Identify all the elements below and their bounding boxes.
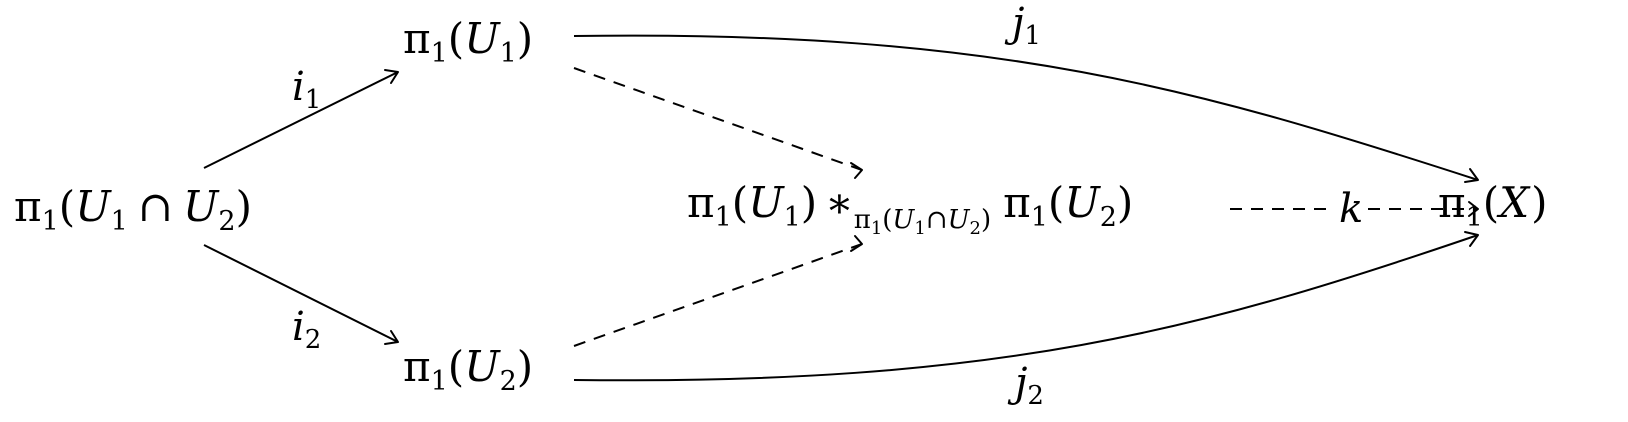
node-amalgam-sub-b-sub: 2 xyxy=(970,218,981,239)
node-amalgam-right-open: ( xyxy=(1048,178,1064,227)
label-k: k xyxy=(1339,186,1363,232)
node-pi1-u2: π1(U2) xyxy=(403,342,533,397)
label-i2-sub: 2 xyxy=(305,325,322,355)
node-amalgam-left-close: ) xyxy=(801,178,817,227)
label-k-letter: k xyxy=(1339,186,1363,232)
svg-text:π1(U2): π1(U2) xyxy=(403,342,533,397)
node-amalgam-sub-b: U xyxy=(948,205,971,235)
node-x-a: X xyxy=(1496,178,1531,227)
node-u2-fn: π xyxy=(403,342,431,391)
node-cap-b: U xyxy=(183,182,220,231)
edge-i1-arrowhead xyxy=(384,69,399,84)
node-amalgam-left-a-sub: 1 xyxy=(784,202,801,233)
node-u1-close: ) xyxy=(517,14,533,63)
node-u2-fn-sub: 1 xyxy=(431,366,448,397)
node-amalgam-right-close: ) xyxy=(1117,178,1133,227)
node-cap-fn-sub: 1 xyxy=(42,206,59,237)
node-x-fn: π xyxy=(1438,178,1466,227)
edge-i2-line xyxy=(203,244,399,343)
edge-j1-line xyxy=(573,34,1479,181)
edge-j1-arrowhead xyxy=(1464,168,1479,183)
edge-k-arrowhead xyxy=(1468,201,1479,217)
edge-i2 xyxy=(203,244,399,345)
svg-text:i1: i1 xyxy=(292,64,321,115)
node-amalgam-right-fn: π xyxy=(1003,178,1031,227)
node-amalgam-left-open: ( xyxy=(732,178,748,227)
node-u1-open: ( xyxy=(448,14,464,63)
node-cap-op: ∩ xyxy=(138,182,173,231)
node-u1-fn-sub: 1 xyxy=(431,38,448,69)
node-amalgam-sub-close: ) xyxy=(981,205,991,235)
node-amalgamated-product: π1(U1)∗π1(U1∩U2)π1(U2) xyxy=(687,178,1133,239)
node-u2-a-sub: 2 xyxy=(500,366,517,397)
node-amalgam-sub-a: U xyxy=(892,205,915,235)
node-amalgam-sub-open: ( xyxy=(882,205,892,235)
label-j1-sub: 1 xyxy=(1024,21,1041,51)
edge-j2 xyxy=(573,231,1479,382)
edge-k xyxy=(1230,201,1479,217)
node-amalgam-sub-fn-sub: 1 xyxy=(871,218,882,239)
node-cap-open: ( xyxy=(59,182,75,231)
node-cap-fn: π xyxy=(14,182,42,231)
label-j2-letter: j xyxy=(1007,360,1027,406)
edge-u1-to-amalgam xyxy=(573,67,863,179)
node-amalgam-left-a: U xyxy=(748,178,785,227)
label-j1: j1 xyxy=(1004,0,1041,51)
node-amalgam-left-fn-sub: 1 xyxy=(715,202,732,233)
node-u1-a: U xyxy=(464,14,501,63)
node-u2-a: U xyxy=(464,342,501,391)
svg-text:j1: j1 xyxy=(1004,0,1041,51)
node-x-open: ( xyxy=(1483,178,1499,227)
label-i1-sub: 1 xyxy=(305,85,322,115)
node-cap-b-sub: 2 xyxy=(218,206,235,237)
node-pi1-u1: π1(U1) xyxy=(403,14,533,69)
node-amalgam-right-a: U xyxy=(1064,178,1101,227)
svg-text:k: k xyxy=(1339,186,1363,232)
node-amalgam-sub-op: ∩ xyxy=(926,205,948,235)
node-u1-fn: π xyxy=(403,14,431,63)
node-cap-close: ) xyxy=(236,182,252,231)
label-i1-letter: i xyxy=(292,64,305,110)
node-pi1-u1-cap-u2: π1(U1∩U2) xyxy=(14,182,252,237)
node-amalgam-sub-a-sub: 1 xyxy=(914,218,925,239)
svg-text:π1(U1∩U2): π1(U1∩U2) xyxy=(14,182,252,237)
node-u1-a-sub: 1 xyxy=(500,38,517,69)
edge-i1-line xyxy=(203,71,399,169)
edge-j2-line xyxy=(573,234,1479,382)
node-amalgam-star: ∗ xyxy=(825,178,854,227)
edge-u2-to-amalgam-line xyxy=(573,243,863,347)
edge-i1 xyxy=(203,69,399,169)
label-i2-letter: i xyxy=(292,304,305,350)
node-x-close: ) xyxy=(1531,178,1547,227)
node-amalgam-sub-fn: π xyxy=(854,205,871,235)
label-i2: i2 xyxy=(292,304,321,355)
label-j1-letter: j xyxy=(1004,0,1024,46)
svg-text:π1(X): π1(X) xyxy=(1438,178,1547,233)
svg-text:j2: j2 xyxy=(1007,360,1044,411)
edge-u2-to-amalgam xyxy=(573,235,863,347)
edge-u2-to-amalgam-arrowhead xyxy=(850,235,863,252)
svg-text:i2: i2 xyxy=(292,304,321,355)
edge-u1-to-amalgam-line xyxy=(573,67,863,171)
node-u2-close: ) xyxy=(517,342,533,391)
node-cap-a: U xyxy=(75,182,112,231)
edge-u1-to-amalgam-arrowhead xyxy=(850,162,863,179)
node-u2-open: ( xyxy=(448,342,464,391)
node-pi1-x: π1(X) xyxy=(1438,178,1547,233)
label-j2: j2 xyxy=(1007,360,1044,411)
svg-text:π1(U1): π1(U1) xyxy=(403,14,533,69)
node-amalgam-left-fn: π xyxy=(687,178,715,227)
node-amalgam-right-a-sub: 2 xyxy=(1100,202,1117,233)
node-cap-a-sub: 1 xyxy=(111,206,128,237)
edge-j2-arrowhead xyxy=(1464,231,1479,247)
label-i1: i1 xyxy=(292,64,321,115)
edge-j1 xyxy=(573,34,1479,183)
label-j2-sub: 2 xyxy=(1027,381,1044,411)
edge-i2-arrowhead xyxy=(384,330,399,345)
node-amalgam-right-fn-sub: 1 xyxy=(1031,202,1048,233)
svg-text:π1(U1)∗π1(U1∩U2)π1(U2): π1(U1)∗π1(U1∩U2)π1(U2) xyxy=(687,178,1133,239)
